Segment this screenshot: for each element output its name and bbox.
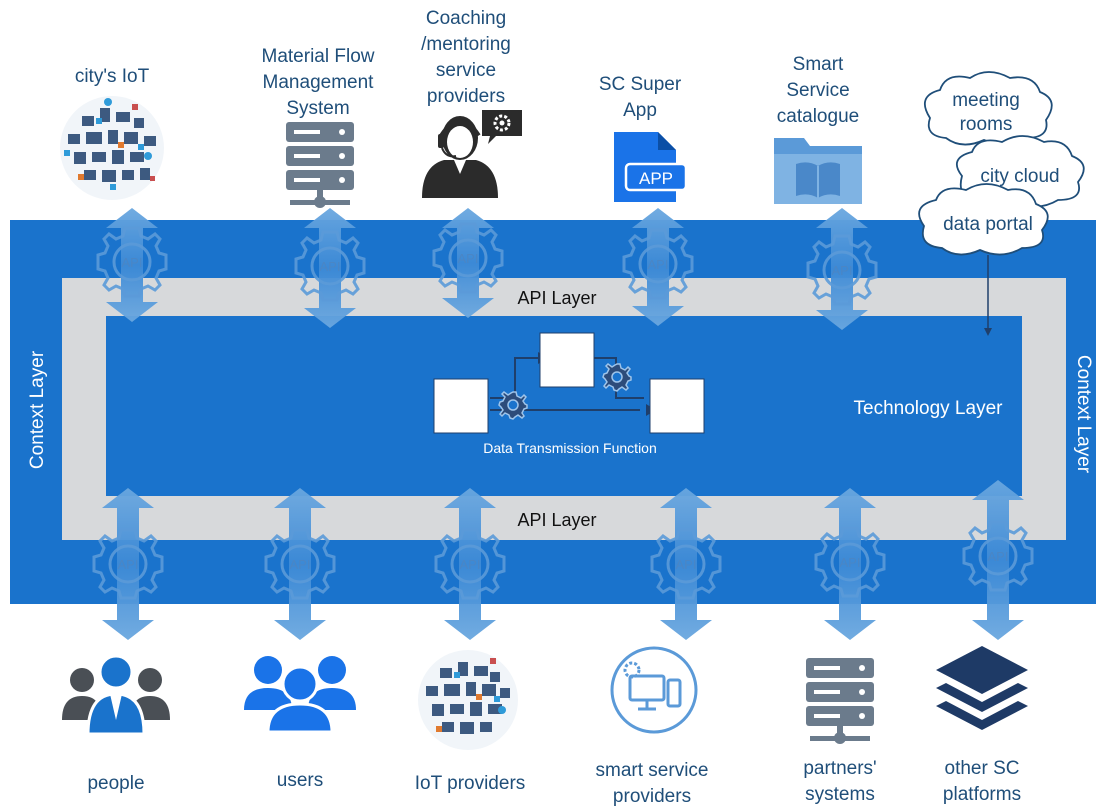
server-icon [806, 658, 874, 744]
double-arrow [444, 488, 496, 640]
api-badge-label: API [320, 259, 341, 274]
label-meeting-rooms: meeting rooms [952, 90, 1020, 135]
double-arrow [972, 480, 1024, 640]
api-connector: API [96, 208, 168, 322]
api-badge-label: API [988, 549, 1009, 564]
api-connector: API [650, 488, 722, 640]
data-transmission-diagram [433, 332, 705, 434]
api-connector: API [264, 488, 336, 640]
monitor-gear-icon [610, 646, 698, 734]
label-smart-service-providers: smart service providers [595, 760, 709, 807]
double-arrow [106, 208, 158, 322]
process-box-3 [649, 378, 705, 434]
label-coaching: Coaching /mentoring service providers [421, 8, 511, 107]
label-data-portal: data portal [943, 214, 1033, 235]
double-arrow [304, 208, 356, 328]
server-icon [286, 122, 354, 208]
api-connector: API [962, 480, 1034, 640]
data-transmission-function-label: Data Transmission Function [483, 440, 657, 456]
gear-icon [498, 391, 528, 420]
label-sc-super-app: SC Super App [598, 74, 682, 121]
process-box-1 [433, 378, 489, 434]
api-badge-label: API [118, 557, 139, 572]
api-connector: API [92, 488, 164, 640]
api-connector: API [294, 208, 366, 328]
label-city-cloud: city cloud [980, 166, 1060, 187]
api-badge-label: API [648, 257, 669, 272]
api-badge-label: API [458, 251, 479, 266]
api-connector: API [432, 208, 504, 318]
api-connectors: API API API API API API API API API API API [92, 208, 1034, 640]
iot-collage-icon [60, 96, 164, 200]
folder-book-icon [774, 138, 862, 204]
api-badge-label: API [832, 263, 853, 278]
iot-collage-icon [418, 650, 518, 750]
support-agent-icon [422, 110, 522, 198]
process-box-2 [539, 332, 595, 388]
label-iot-providers: IoT providers [414, 773, 526, 794]
label-partners-systems: partners' systems [803, 758, 877, 805]
api-connector: API [806, 208, 878, 330]
api-connector: API [622, 208, 694, 326]
api-badge-label: API [122, 255, 143, 270]
context-layer-right-label: Context Layer [1073, 355, 1094, 474]
double-arrow [632, 208, 684, 326]
double-arrow [274, 488, 326, 640]
api-badge-label: API [840, 555, 861, 570]
label-material-flow: Material Flow Management System [261, 46, 375, 119]
gear-icon [602, 363, 632, 392]
technology-layer-label: Technology Layer [854, 398, 1004, 419]
api-connector: API [434, 488, 506, 640]
svg-text:APP: APP [639, 169, 673, 188]
label-smart-service-catalogue: Smart Service catalogue [776, 54, 860, 127]
label-users: users [276, 770, 324, 791]
double-arrow [442, 208, 494, 318]
users-icon [244, 656, 356, 734]
double-arrow [102, 488, 154, 640]
data-portal-cloud [918, 183, 1049, 256]
api-badge-label: API [676, 557, 697, 572]
double-arrow [816, 208, 868, 330]
layers-stack-icon [936, 646, 1028, 730]
api-badge-label: API [460, 557, 481, 572]
api-layer-frame [62, 278, 1066, 540]
double-arrow [660, 488, 712, 640]
meeting-rooms-cloud [923, 71, 1053, 146]
label-other-sc-platforms: other SC platforms [942, 758, 1022, 805]
label-citys-iot: city's IoT [74, 66, 150, 87]
api-connector: API [814, 488, 886, 640]
api-badge-label: API [290, 557, 311, 572]
double-arrow [824, 488, 876, 640]
api-layer-top-label: API Layer [517, 288, 596, 308]
label-people: people [87, 773, 145, 794]
app-file-icon: APP [614, 132, 688, 202]
api-layer-bottom-label: API Layer [517, 510, 596, 530]
context-layer-left-label: Context Layer [27, 350, 48, 469]
people-icon [62, 654, 170, 736]
